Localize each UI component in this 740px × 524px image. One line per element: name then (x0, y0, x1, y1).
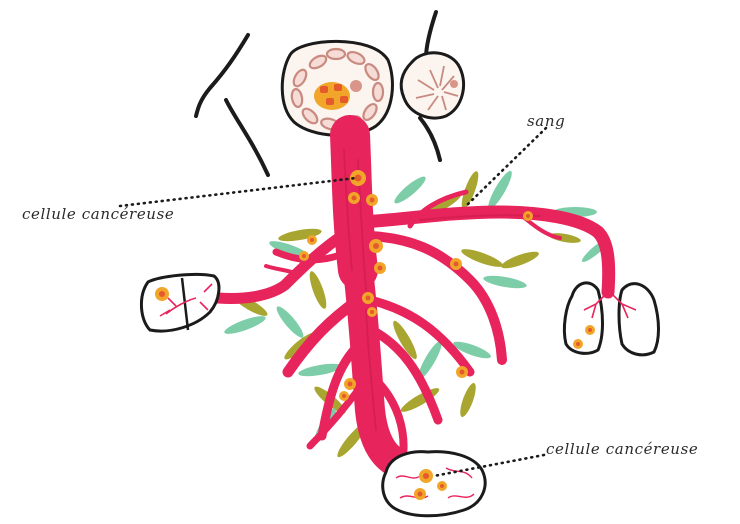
brain-organ (383, 452, 485, 516)
cancer-cell (456, 366, 468, 378)
cancer-cell (339, 391, 349, 401)
breast-healthy (401, 53, 463, 118)
tumor-cluster (314, 82, 350, 110)
cancer-cell (450, 258, 462, 270)
cancer-cell (367, 307, 377, 317)
label-cancer-cell-right: cellule cancéreuse (546, 440, 698, 458)
cancer-cell (374, 262, 386, 274)
cancer-cell (307, 235, 317, 245)
cancer-cell (348, 192, 360, 204)
cancer-cell (344, 378, 356, 390)
cancer-cell (366, 194, 378, 206)
cancer-cell (362, 292, 374, 304)
cancer-cell (573, 339, 583, 349)
label-cancer-cell-left: cellule cancéreuse (22, 205, 174, 223)
leader-line-cancer-cell-left (120, 178, 356, 206)
cancer-cell (414, 488, 426, 500)
cancer-cell (585, 325, 595, 335)
lungs-organ (564, 283, 658, 355)
cancer-cell (419, 469, 433, 483)
liver-organ (141, 274, 219, 331)
cancer-cell (437, 481, 447, 491)
cancer-cell (155, 287, 169, 301)
leader-line-blood (466, 128, 546, 206)
nipple (350, 80, 362, 92)
cancer-cell (299, 251, 309, 261)
label-blood: sang (527, 112, 565, 130)
cancer-cell (523, 211, 533, 221)
cancer-cell (369, 239, 383, 253)
